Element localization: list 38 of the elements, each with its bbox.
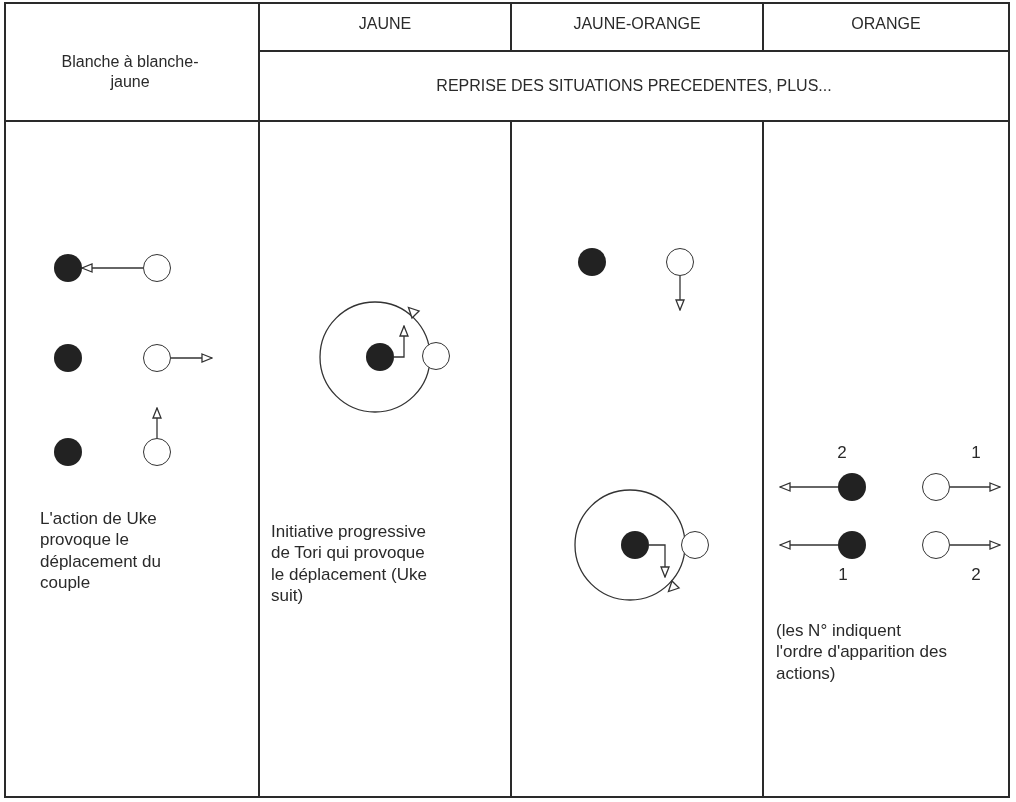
caption-text: Initiative progressive de Tori qui provoque le déplacement (Uke suit) <box>271 521 428 606</box>
dot-marker <box>578 248 606 276</box>
step-number: 2 <box>836 442 848 464</box>
circle-marker <box>681 531 709 559</box>
circle-marker <box>922 531 950 559</box>
arrow <box>152 407 162 439</box>
column-header: JAUNE <box>357 14 413 34</box>
circle-marker <box>143 438 171 466</box>
arrow <box>81 263 144 273</box>
arrow <box>648 544 670 578</box>
dot-marker <box>54 438 82 466</box>
arrow <box>949 540 1001 550</box>
circle-marker <box>143 254 171 282</box>
step-number: 1 <box>970 442 982 464</box>
caption-text: (les N° indiquent l'ordre d'apparition des actions) <box>776 620 948 684</box>
dot-marker <box>838 473 866 501</box>
column-header: Blanche à blanche-jaune <box>60 52 200 92</box>
section-heading: REPRISE DES SITUATIONS PRECEDENTES, PLUS... <box>435 76 833 96</box>
dot-marker <box>366 343 394 371</box>
column-header: ORANGE <box>850 14 922 34</box>
dot-marker <box>54 254 82 282</box>
dot-marker <box>838 531 866 559</box>
arrow <box>675 275 685 311</box>
step-number: 1 <box>837 564 849 586</box>
arrow <box>779 482 839 492</box>
dot-marker <box>621 531 649 559</box>
arrow <box>393 325 409 358</box>
dot-marker <box>54 344 82 372</box>
arrow <box>170 353 213 363</box>
circle-marker <box>922 473 950 501</box>
caption-text: L'action de Uke provoque le déplacement du couple <box>40 508 162 593</box>
circle-marker <box>143 344 171 372</box>
step-number: 2 <box>970 564 982 586</box>
circle-marker <box>666 248 694 276</box>
column-header: JAUNE-ORANGE <box>572 14 702 34</box>
arrow <box>779 540 839 550</box>
arrow <box>949 482 1001 492</box>
circle-marker <box>422 342 450 370</box>
